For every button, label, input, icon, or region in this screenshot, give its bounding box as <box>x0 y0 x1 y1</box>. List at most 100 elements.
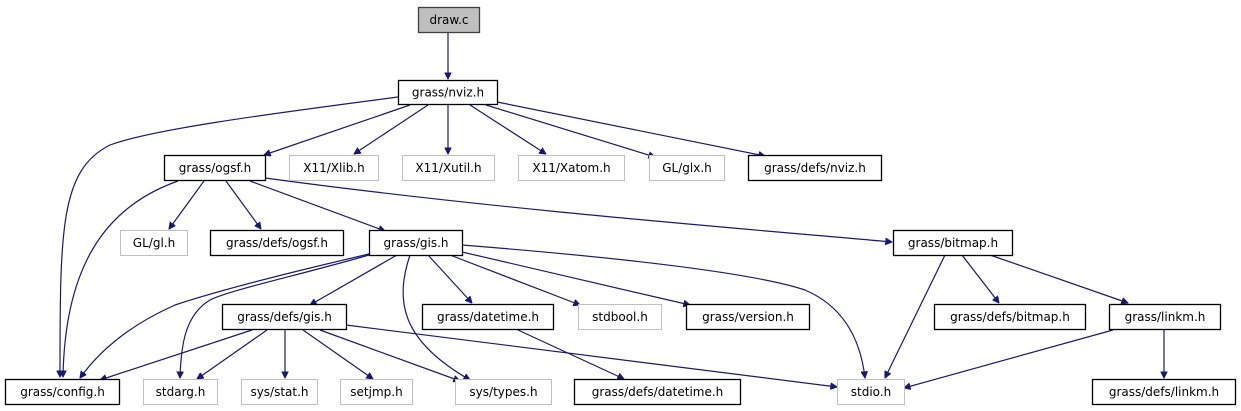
node-box <box>120 230 188 256</box>
node-sys-types-h: sys/types.h <box>455 379 552 405</box>
node-label: X11/Xatom.h <box>532 161 610 175</box>
node-box <box>4 378 121 406</box>
node-box <box>209 229 345 257</box>
node-xatom-h: X11/Xatom.h <box>518 155 625 181</box>
node-xlib-h: X11/Xlib.h <box>289 155 379 181</box>
node-config-h[interactable]: grass/config.h <box>4 378 121 406</box>
node-datetime-h[interactable]: grass/datetime.h <box>421 303 555 331</box>
nodes-layer: draw.c grass/nviz.h grass/ogsf.h X11/Xlib.h… <box>4 6 1237 406</box>
edge-bitmap-h-to-linkm-h <box>989 254 1128 303</box>
edge-gis-h-to-stdarg-h <box>180 254 370 378</box>
node-stdarg-h: stdarg.h <box>143 379 218 405</box>
edge-nviz-h-to-config-h <box>60 96 399 377</box>
node-label: grass/defs/ogsf.h <box>226 236 328 250</box>
node-defs-nviz-h[interactable]: grass/defs/nviz.h <box>747 154 883 182</box>
node-gl-h: GL/gl.h <box>120 230 188 256</box>
node-box <box>417 6 481 34</box>
node-box <box>368 229 464 257</box>
node-label: grass/defs/bitmap.h <box>950 310 1070 324</box>
node-draw-c[interactable]: draw.c <box>417 6 481 34</box>
node-box <box>455 379 552 405</box>
node-box <box>573 378 742 406</box>
node-label: draw.c <box>429 13 468 27</box>
edge-linkm-h-to-stdio-h <box>904 329 1114 388</box>
edge-bitmap-h-to-defs-bitmap-h <box>961 254 999 303</box>
edge-ogsf-h-to-config-h <box>63 180 179 377</box>
edge-ogsf-h-to-defs-ogsf-h <box>225 180 261 229</box>
edge-gis-h-to-defs-gis-h <box>310 254 398 305</box>
node-label: grass/gis.h <box>383 236 448 250</box>
node-label: grass/version.h <box>702 310 794 324</box>
edge-gis-h-to-sys-types-h <box>402 254 470 380</box>
node-linkm-h[interactable]: grass/linkm.h <box>1108 303 1222 331</box>
node-box <box>933 303 1087 331</box>
node-label: grass/datetime.h <box>437 310 539 324</box>
edge-gis-h-to-stdio-h <box>461 244 865 378</box>
node-ogsf-h[interactable]: grass/ogsf.h <box>163 154 267 182</box>
node-defs-datetime-h[interactable]: grass/defs/datetime.h <box>573 378 742 406</box>
node-label: grass/ogsf.h <box>179 161 251 175</box>
node-box <box>518 155 625 181</box>
node-box <box>221 303 348 331</box>
node-defs-ogsf-h[interactable]: grass/defs/ogsf.h <box>209 229 345 257</box>
node-label: stdarg.h <box>156 385 206 399</box>
node-defs-bitmap-h[interactable]: grass/defs/bitmap.h <box>933 303 1087 331</box>
edge-ogsf-h-to-bitmap-h <box>264 177 892 242</box>
edge-defs-gis-h-to-setjmp-h <box>302 329 373 379</box>
node-label: grass/nviz.h <box>412 86 484 100</box>
node-label: stdbool.h <box>592 310 648 324</box>
node-box <box>578 304 662 330</box>
node-box <box>143 379 218 405</box>
node-stdbool-h: stdbool.h <box>578 304 662 330</box>
node-box <box>163 154 267 182</box>
node-label: grass/defs/nviz.h <box>764 161 866 175</box>
node-label: GL/gl.h <box>133 236 175 250</box>
node-box <box>1091 378 1237 406</box>
node-label: grass/linkm.h <box>1125 310 1206 324</box>
node-xutil-h: X11/Xutil.h <box>402 155 495 181</box>
node-nviz-h[interactable]: grass/nviz.h <box>397 79 499 106</box>
edge-defs-gis-h-to-config-h <box>100 329 253 380</box>
node-box <box>397 79 499 106</box>
node-label: grass/config.h <box>20 385 105 399</box>
node-box <box>340 379 413 405</box>
node-label: grass/defs/gis.h <box>237 310 332 324</box>
edge-bitmap-h-to-stdio-h <box>885 254 946 378</box>
node-label: setjmp.h <box>350 385 402 399</box>
edge-defs-gis-h-to-stdarg-h <box>197 329 268 379</box>
edge-defs-gis-h-to-sys-types-h <box>319 329 460 381</box>
node-label: X11/Xutil.h <box>415 161 481 175</box>
node-box <box>289 155 379 181</box>
node-box <box>685 303 811 331</box>
node-label: GL/glx.h <box>662 161 712 175</box>
node-label: grass/defs/linkm.h <box>1109 385 1219 399</box>
node-label: X11/Xlib.h <box>303 161 364 175</box>
node-defs-gis-h[interactable]: grass/defs/gis.h <box>221 303 348 331</box>
edge-nviz-h-to-glx-h <box>485 104 655 157</box>
node-stdio-h: stdio.h <box>837 379 905 405</box>
node-label: sys/stat.h <box>250 385 308 399</box>
node-bitmap-h[interactable]: grass/bitmap.h <box>892 229 1014 257</box>
node-box <box>241 379 318 405</box>
node-box <box>649 155 725 181</box>
node-box <box>402 155 495 181</box>
edge-defs-gis-h-to-stdio-h <box>345 324 837 387</box>
node-version-h[interactable]: grass/version.h <box>685 303 811 331</box>
edge-nviz-h-to-ogsf-h <box>264 104 411 155</box>
node-sys-stat-h: sys/stat.h <box>241 379 318 405</box>
node-box <box>421 303 555 331</box>
node-label: sys/types.h <box>469 385 537 399</box>
edge-ogsf-h-to-gis-h <box>249 180 385 231</box>
edge-ogsf-h-to-gl-h <box>169 180 205 229</box>
node-glx-h: GL/glx.h <box>649 155 725 181</box>
edge-gis-h-to-version-h <box>461 251 690 305</box>
node-label: stdio.h <box>851 385 891 399</box>
node-gis-h[interactable]: grass/gis.h <box>368 229 464 257</box>
node-defs-linkm-h[interactable]: grass/defs/linkm.h <box>1091 378 1237 406</box>
node-label: grass/bitmap.h <box>908 236 998 250</box>
edge-nviz-h-to-xatom-h <box>469 104 546 154</box>
edge-gis-h-to-config-h <box>80 253 370 378</box>
node-box <box>837 379 905 405</box>
edge-gis-h-to-datetime-h <box>427 254 472 303</box>
